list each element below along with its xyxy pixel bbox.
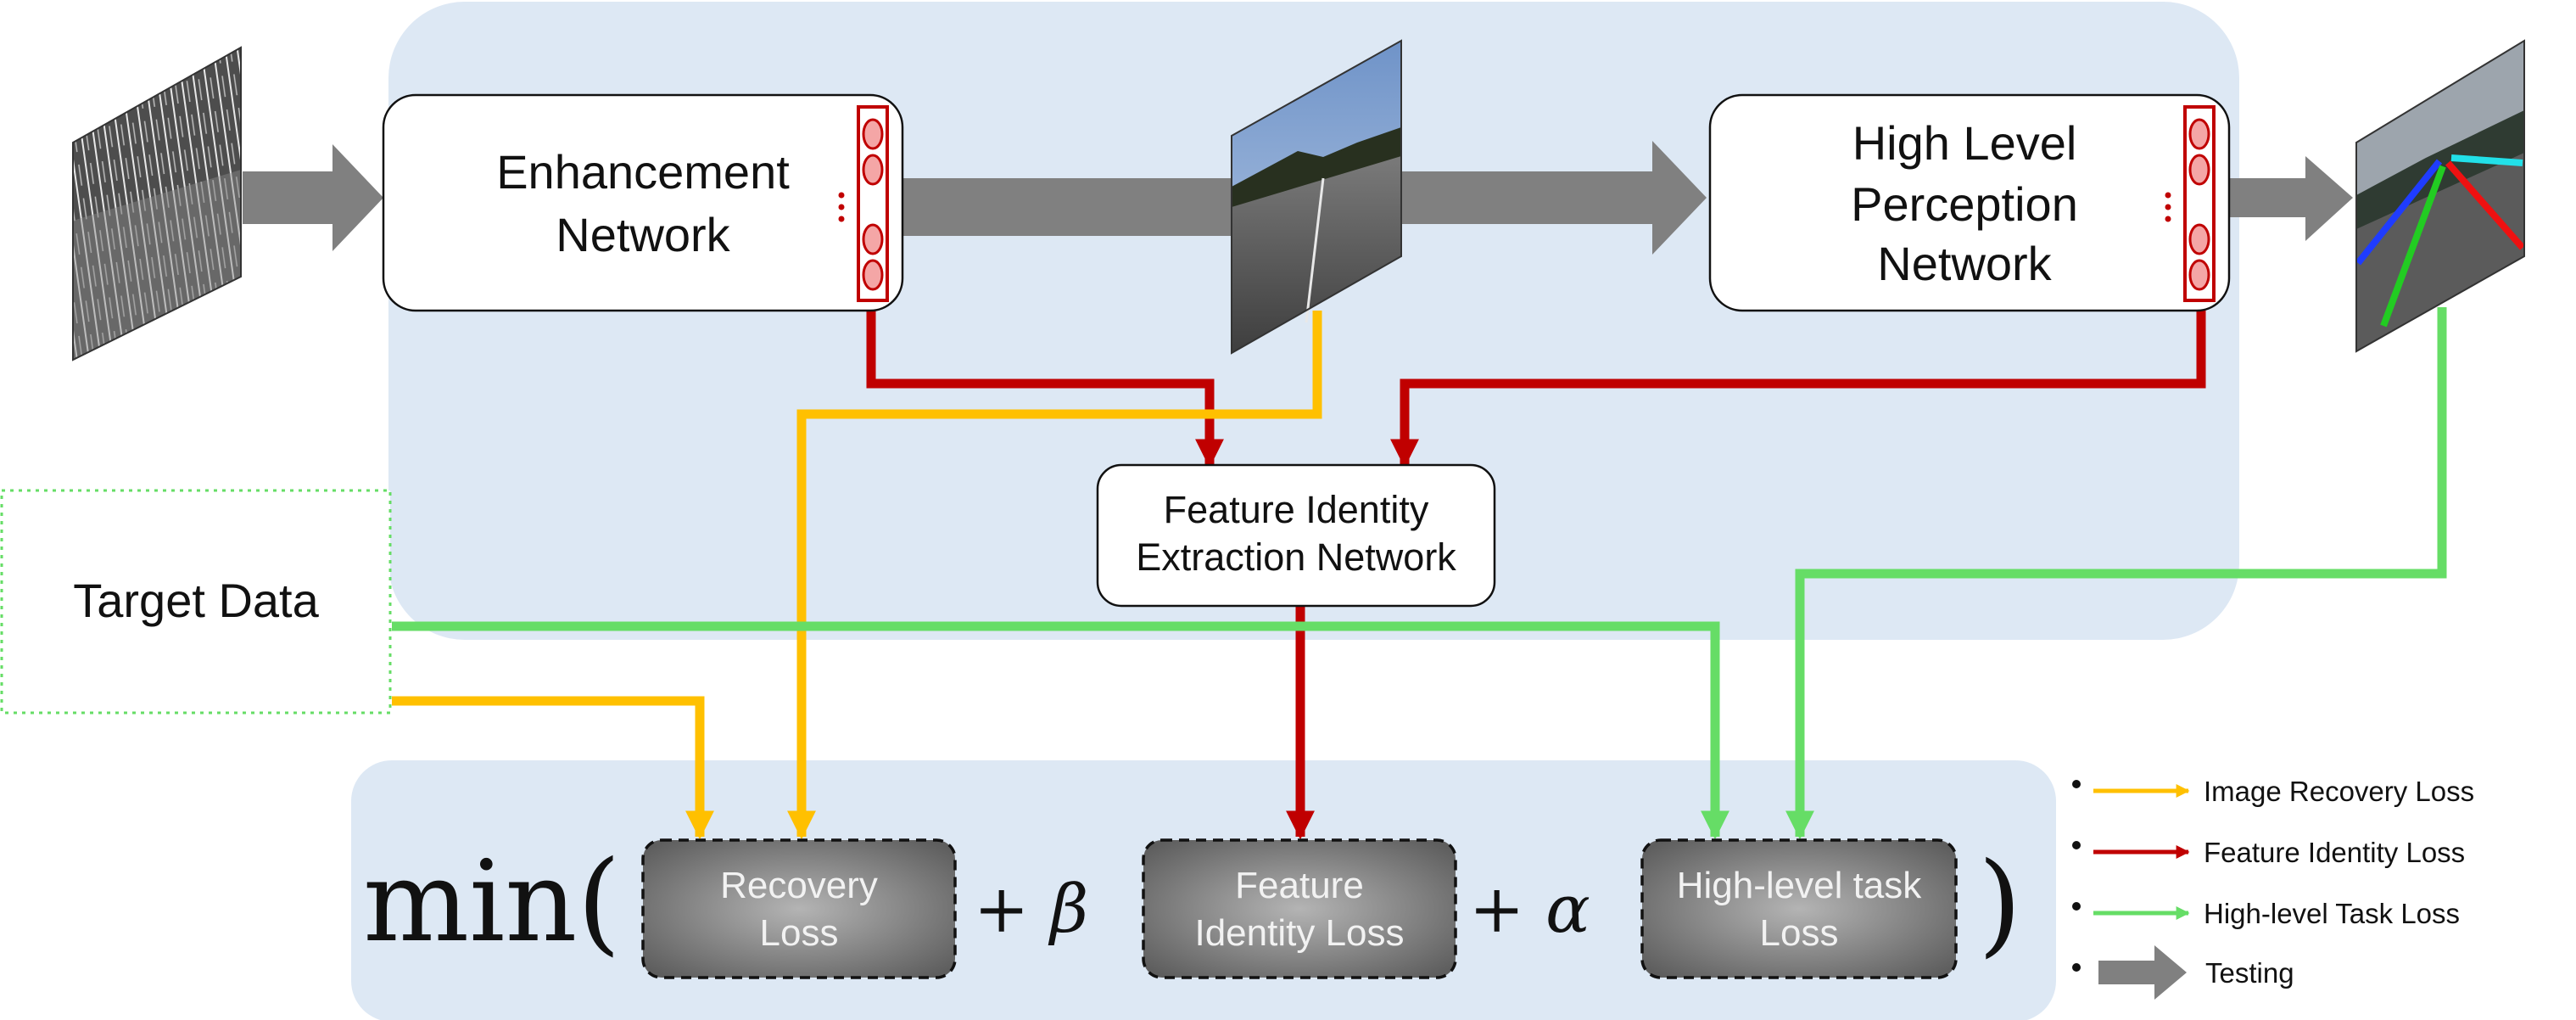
high-level-task-loss-line2: Loss xyxy=(1760,912,1839,954)
recovery-loss-box: Recovery Loss xyxy=(641,838,957,979)
enhancement-network-box: Enhancement Network xyxy=(382,93,904,312)
feature-identity-loss-line2: Identity Loss xyxy=(1194,912,1404,954)
legend-item-high-level-task-loss: High-level Task Loss xyxy=(2072,898,2460,929)
rainy-road-input-image xyxy=(72,46,242,361)
legend-item-image-recovery-loss: Image Recovery Loss xyxy=(2072,776,2474,807)
testing-arrow-output xyxy=(2227,156,2353,241)
lane-green xyxy=(2380,165,2446,328)
perception-label-line1: High Level xyxy=(1852,116,2077,170)
perception-network-box: High Level Perception Network xyxy=(1708,93,2231,312)
high-level-task-loss-box: High-level task Loss xyxy=(1640,838,1958,979)
target-data-box: Target Data xyxy=(0,489,392,715)
legend-label-testing: Testing xyxy=(2205,957,2294,989)
perception-label-line3: Network xyxy=(1877,237,2052,290)
task-flow-from-output xyxy=(1785,307,2447,840)
lane-blue xyxy=(2355,159,2443,266)
legend: Image Recovery Loss Feature Identity Los… xyxy=(2072,776,2474,1000)
feature-identity-flow-from-perception xyxy=(1390,307,2206,468)
equation-plus-alpha: + α xyxy=(1469,871,1590,948)
lane-detection-output-image xyxy=(2355,39,2526,353)
lane-red xyxy=(2445,160,2526,250)
testing-bar-enhancement-to-image xyxy=(899,178,1232,236)
legend-testing-arrow-icon xyxy=(2098,945,2187,1000)
feature-identity-loss-box: Feature Identity Loss xyxy=(1142,838,1457,979)
recovery-flow-from-target xyxy=(392,696,714,840)
recovery-loss-line1: Recovery xyxy=(720,865,878,906)
high-level-task-loss-line1: High-level task xyxy=(1677,865,1923,906)
enhanced-road-image xyxy=(1231,39,1402,355)
feature-identity-flow-from-enhancement xyxy=(866,307,1224,468)
testing-flow xyxy=(243,141,2353,255)
legend-item-feature-identity-loss: Feature Identity Loss xyxy=(2072,837,2465,868)
recovery-loss-line2: Loss xyxy=(760,912,839,954)
lane-cyan xyxy=(2450,154,2523,166)
testing-arrow-to-perception xyxy=(1401,141,1707,255)
legend-label-image-recovery-loss: Image Recovery Loss xyxy=(2204,776,2474,807)
feature-identity-extraction-line2: Extraction Network xyxy=(1136,535,1456,579)
enhancement-label-line2: Network xyxy=(556,208,730,261)
feature-identity-extraction-box: Feature Identity Extraction Network xyxy=(1096,463,1496,608)
perception-label-line2: Perception xyxy=(1851,177,2078,231)
perception-feature-layer xyxy=(2165,105,2216,302)
legend-label-high-level-task-loss: High-level Task Loss xyxy=(2204,898,2460,929)
equation-plus-beta: + β xyxy=(974,871,1088,948)
enhancement-feature-layer xyxy=(838,105,889,302)
enhancement-label-line1: Enhancement xyxy=(496,145,790,199)
equation-min-prefix: min( xyxy=(363,837,621,967)
testing-arrow-input xyxy=(243,144,383,251)
equation-close-paren: ) xyxy=(1978,838,2022,969)
feature-identity-loss-line1: Feature xyxy=(1235,865,1364,906)
target-data-label: Target Data xyxy=(73,574,319,627)
legend-label-feature-identity-loss: Feature Identity Loss xyxy=(2204,837,2465,868)
feature-identity-extraction-line1: Feature Identity xyxy=(1164,488,1429,531)
legend-item-testing: Testing xyxy=(2072,945,2294,1000)
task-flow-from-target xyxy=(392,621,1729,840)
